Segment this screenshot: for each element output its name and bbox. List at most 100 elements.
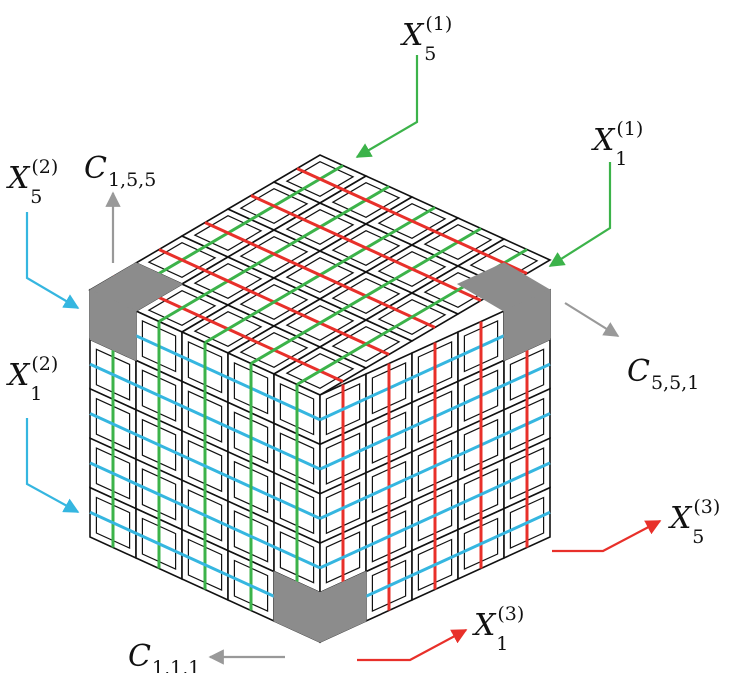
cube-cell-inner [95,447,131,500]
x1-1-arrow [548,162,612,267]
cube-cell-inner [371,559,407,613]
cube-cell-inner [285,209,355,245]
cube-cell-inner [193,311,263,347]
cube-cell-inner [423,224,493,260]
cube-cell-inner [279,382,315,436]
label-x1-2: X(2)1 [6,353,58,405]
cube-cell-inner [279,531,315,584]
annotation-arrows [25,55,662,665]
cube-cell-inner [187,340,223,394]
green-fiber-top [250,227,482,365]
cube-cell-inner [417,340,453,394]
cube-cell-inner [233,559,269,613]
x1-2-arrow [25,418,80,513]
cube-cell-inner [95,348,131,401]
cube-cell-inner [463,517,499,571]
cube-cell-inner [285,161,355,197]
cube-cell-inner [509,496,545,550]
corner-c155-side [89,289,137,362]
red-fiber-top [296,167,528,275]
cyan-fiber-right [319,412,551,520]
cube-cell-inner [509,348,545,401]
cube-cell-inner [141,468,177,521]
cube-cell-inner [187,538,223,592]
cube-cell-inner [147,242,217,278]
annotation-labels: X(1)5 X(1)1 X(2)5 X(2)1 X(3)5 X(3)1 C1,5… [6,13,720,673]
cube-cell-inner [371,411,407,464]
cube-cell-inner [239,236,309,272]
cube-cell-inner [285,305,355,341]
cube-cell-inner [325,382,361,436]
cube-cell-inner [509,447,545,500]
cube-cell-inner [193,215,263,251]
cube-cell-inner [233,510,269,563]
corner-c551-side [503,289,551,362]
label-x5-1: X(1)5 [400,13,452,65]
cube-cell-inner [371,460,407,514]
cube-cell-inner [463,319,499,373]
label-x1-1: X(1)1 [591,118,643,170]
cube-cell-inner [463,468,499,521]
cube-cell-inner [141,517,177,571]
cube-cell-inner [377,251,447,287]
red-fiber-top [250,194,482,302]
cube-cell-inner [417,489,453,542]
x5-1-arrow [355,55,419,158]
cube-cell-inner [331,182,401,218]
cube-cell-inner [331,230,401,266]
label-x1-3: X(3)1 [472,603,524,655]
label-c155: C1,5,5 [84,151,156,191]
cyan-fiber-right [319,461,551,570]
label-x5-3: X(3)5 [668,496,720,548]
cube-cell-inner [377,203,447,239]
cube-cell-inner [95,397,131,451]
cube-cell-inner [239,188,309,224]
cube-cell-inner [417,439,453,493]
cyan-fiber-left [89,461,321,570]
x1-3-arrow [357,629,468,662]
cube-cell-inner [371,361,407,415]
cube-cell-inner [233,411,269,464]
corner-c111-right [319,570,367,643]
cyan-fiber-left [89,412,321,520]
x5-3-arrow [552,520,662,553]
cube-cell-inner [285,353,355,389]
cube-cell-inner [187,390,223,443]
cube-cell-inner [331,278,401,314]
cube-cell-inner [417,390,453,443]
cube-cell-inner [187,439,223,493]
cube-cell-inner [193,263,263,299]
cube-cell-inner [239,284,309,320]
cube-cell-inner [233,460,269,514]
c551-arrow [564,302,620,337]
cube-cell-inner [463,369,499,422]
label-x5-2: X(2)5 [6,156,58,208]
cube-cell-inner [233,361,269,415]
label-c111: C1,1,1 [128,639,200,673]
cube-cell-inner [417,538,453,592]
cube-cell-inner [325,531,361,584]
cube-cell-inner [141,418,177,472]
cube-cell-inner [463,418,499,472]
cube-cell-inner [147,290,217,326]
x5-2-arrow [25,212,80,309]
cube-cell-inner [187,489,223,542]
label-c551: C5,5,1 [627,354,699,394]
corner-markers [88,262,552,643]
cube-cell-inner [279,432,315,485]
cube-cell-inner [239,332,309,368]
cube-cell-inner [285,257,355,293]
cube-cell-inner [325,432,361,485]
cube-cell-inner [325,481,361,535]
cube-cell-inner [141,319,177,373]
cube-cell-inner [371,510,407,563]
cube-cell-inner [377,299,447,335]
cube-cell-inner [279,481,315,535]
cube-cell-inner [141,369,177,422]
cube-cell-inner [509,397,545,451]
cube-cell-inner [95,496,131,550]
red-fiber-top [204,221,436,329]
cube-cell-inner [331,326,401,362]
